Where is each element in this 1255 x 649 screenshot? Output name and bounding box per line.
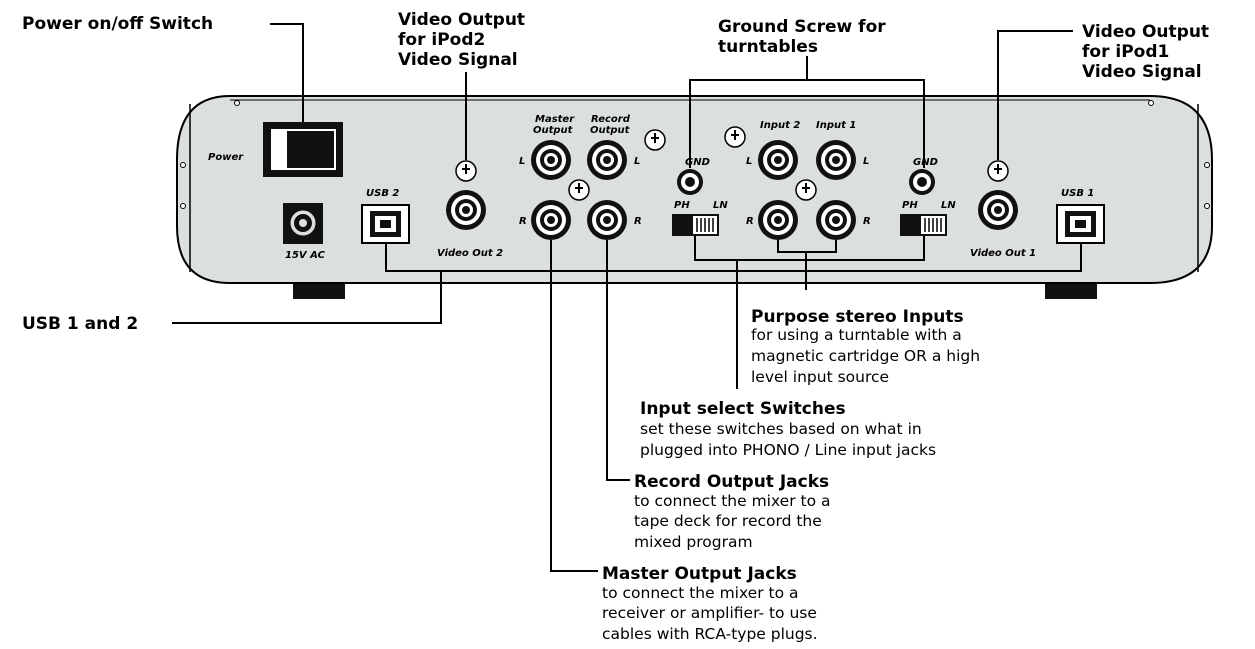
ground-screw-left[interactable]	[677, 169, 703, 195]
panel-screw	[1204, 203, 1210, 209]
ac-jack-pin	[299, 219, 307, 227]
ln-label-left: LN	[713, 200, 728, 211]
gnd-label-right: GND	[913, 157, 938, 168]
panel-screw	[180, 203, 186, 209]
purpose-inputs-desc-line2: magnetic cartridge OR a high	[751, 347, 980, 365]
usb1-label: USB 1	[1061, 188, 1094, 199]
video-out-1-callout-line3: Video Signal	[1082, 62, 1202, 82]
record-output-label-1: Record	[591, 114, 631, 125]
input-2-r-jack[interactable]	[758, 200, 798, 240]
ground-screw-right[interactable]	[909, 169, 935, 195]
record-output-leader-line	[606, 240, 630, 481]
panel-screw	[234, 100, 240, 106]
master-output-desc-line1: to connect the mixer to a	[602, 584, 799, 602]
video-out-1-callout-line2: for iPod1	[1082, 42, 1169, 62]
input-select-desc-line1: set these switches based on what in	[640, 420, 922, 438]
input-2-l-jack[interactable]	[758, 140, 798, 180]
usb-leader-line	[172, 271, 442, 324]
master-output-desc-line3: cables with RCA-type plugs.	[602, 625, 818, 643]
video-out-1-jack[interactable]	[978, 190, 1018, 230]
right-foot	[1045, 282, 1097, 299]
input-2-label: Input 2	[760, 120, 800, 131]
input-select-title: Input select Switches	[640, 399, 846, 419]
ac-label: 15V AC	[285, 250, 326, 261]
r-label: R	[863, 216, 871, 227]
master-output-title: Master Output Jacks	[602, 564, 797, 584]
ground-screw-callout-line2: turntables	[718, 37, 818, 57]
power-switch-rocker-dark	[287, 131, 334, 168]
input-1-label: Input 1	[816, 120, 856, 131]
power-leader-line	[270, 23, 304, 122]
left-foot	[293, 282, 345, 299]
plus-screw-icon	[724, 126, 746, 148]
master-output-leader-line	[550, 240, 598, 572]
l-label: L	[519, 156, 525, 167]
r-label: R	[746, 216, 754, 227]
l-label: L	[634, 156, 640, 167]
plus-screw-icon	[795, 179, 817, 201]
ground-screw-callout-line1: Ground Screw for	[718, 17, 886, 37]
video-out-2-jack[interactable]	[446, 190, 486, 230]
l-label: L	[863, 156, 869, 167]
master-output-label-2: Output	[533, 125, 574, 136]
usb1-port[interactable]	[1056, 204, 1105, 244]
ph-label-left: PH	[674, 200, 690, 211]
record-output-title: Record Output Jacks	[634, 472, 829, 492]
master-output-r-jack[interactable]	[531, 200, 571, 240]
panel-screw	[180, 162, 186, 168]
usb2-port[interactable]	[361, 204, 410, 244]
switch-bracket-line	[694, 236, 925, 261]
power-switch-callout: Power on/off Switch	[22, 14, 213, 34]
purpose-inputs-title: Purpose stereo Inputs	[751, 307, 964, 327]
video-out-2-callout-line1: Video Output	[398, 10, 525, 30]
record-output-r-jack[interactable]	[587, 200, 627, 240]
video-out-1-label: Video Out 1	[970, 248, 1036, 259]
master-output-desc-line2: receiver or amplifier- to use	[602, 604, 817, 622]
power-label: Power	[208, 152, 244, 163]
plus-screw-icon	[568, 179, 590, 201]
input-1-l-jack[interactable]	[816, 140, 856, 180]
input-1-r-jack[interactable]	[816, 200, 856, 240]
record-output-l-jack[interactable]	[587, 140, 627, 180]
video-out-1-leader-line	[997, 30, 1073, 160]
record-output-desc-line2: tape deck for record the	[634, 512, 822, 530]
r-label: R	[634, 216, 642, 227]
record-output-desc-line3: mixed program	[634, 533, 753, 551]
video-out-2-label: Video Out 2	[437, 248, 503, 259]
purpose-inputs-desc-line1: for using a turntable with a	[751, 326, 962, 344]
video-out-1-callout-line1: Video Output	[1082, 22, 1209, 42]
master-output-l-jack[interactable]	[531, 140, 571, 180]
master-output-label-1: Master	[535, 114, 575, 125]
plus-screw-icon	[455, 160, 477, 182]
video-out-2-callout-line2: for iPod2	[398, 30, 485, 50]
input-select-desc-line2: plugged into PHONO / Line input jacks	[640, 441, 936, 459]
ln-label-right: LN	[941, 200, 956, 211]
input-select-switch-left[interactable]	[672, 214, 719, 236]
l-label: L	[746, 156, 752, 167]
plus-screw-icon	[644, 129, 666, 151]
plus-screw-icon	[987, 160, 1009, 182]
ph-label-right: PH	[902, 200, 918, 211]
usb2-label: USB 2	[366, 188, 399, 199]
input-select-switch-right[interactable]	[900, 214, 947, 236]
purpose-inputs-desc-line3: level input source	[751, 368, 889, 386]
panel-screw	[1204, 162, 1210, 168]
gnd-label-left: GND	[685, 157, 710, 168]
record-output-label-2: Output	[590, 125, 631, 136]
r-label: R	[519, 216, 527, 227]
panel-screw	[1148, 100, 1154, 106]
video-out-2-callout-line3: Video Signal	[398, 50, 518, 70]
usb-bracket-line	[385, 243, 1082, 272]
record-output-desc-line1: to connect the mixer to a	[634, 492, 831, 510]
usb-callout: USB 1 and 2	[22, 314, 138, 334]
